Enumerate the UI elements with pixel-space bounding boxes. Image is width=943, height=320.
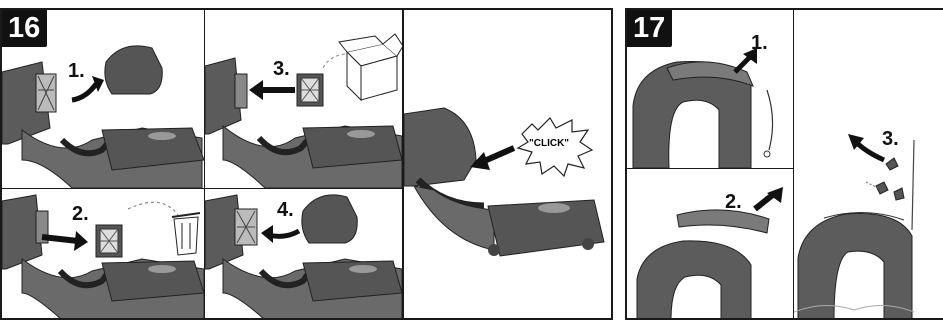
figure-17-panel: 17 1. 2. bbox=[625, 8, 943, 320]
step-3-cell: 3. bbox=[794, 10, 943, 320]
step-4-label: 4. bbox=[277, 199, 294, 222]
step-3-label: 3. bbox=[273, 58, 290, 81]
arrow-icon bbox=[627, 10, 793, 168]
step-3-cell: 3. bbox=[205, 10, 402, 188]
step-1-cell: 1. bbox=[627, 10, 793, 168]
arrow-icon bbox=[627, 169, 793, 320]
step-1-label: 1. bbox=[68, 60, 85, 83]
step-2-label: 2. bbox=[72, 203, 89, 226]
step-2-cell: 2. bbox=[627, 169, 793, 320]
figure-16-panel: 16 1. bbox=[0, 8, 613, 320]
arrow-icon bbox=[794, 10, 943, 320]
step-2-cell: 2. bbox=[2, 189, 204, 320]
arrow-icon bbox=[2, 189, 204, 320]
step-4-cell: 4. bbox=[205, 189, 402, 320]
arrow-icon bbox=[2, 10, 204, 188]
step-1-label: 1. bbox=[751, 32, 768, 55]
click-cell: "CLICK" bbox=[404, 10, 613, 320]
step-1-cell: 1. bbox=[2, 10, 204, 188]
arrow-icon bbox=[205, 189, 402, 320]
arrow-icon bbox=[404, 10, 613, 320]
step-3-label: 3. bbox=[882, 128, 899, 151]
arrow-icon bbox=[205, 10, 402, 188]
step-2-label: 2. bbox=[725, 191, 742, 214]
